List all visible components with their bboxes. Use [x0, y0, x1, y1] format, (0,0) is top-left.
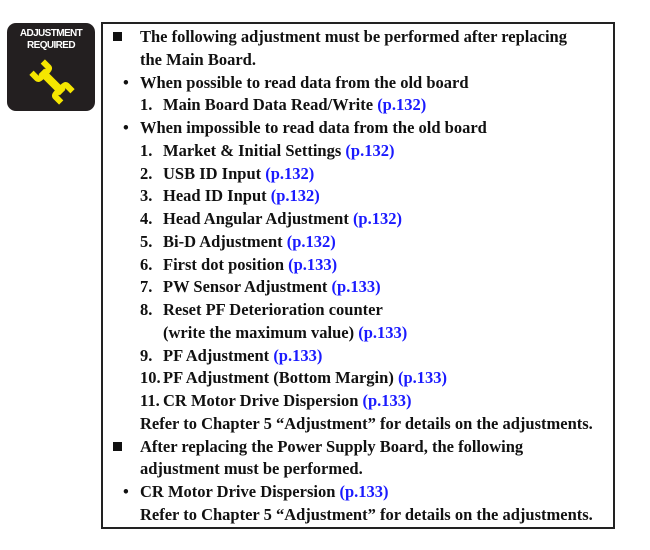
note-text: CR Motor Drive Dispersion: [163, 391, 363, 410]
note-text: Main Board Data Read/Write: [163, 95, 378, 115]
item-number: 7.: [140, 277, 153, 297]
note-text: Refer to Chapter 5 “Adjustment” for deta…: [140, 413, 593, 433]
bullet-icon: •: [123, 118, 129, 137]
note-text: PF Adjustment (Bottom Margin): [163, 368, 398, 388]
note-text: Reset PF Deterioration counter: [163, 300, 383, 319]
item-number: 6.: [140, 254, 153, 274]
page-link[interactable]: (p.132): [265, 163, 315, 183]
note-text: Head Angular Adjustment: [163, 209, 353, 228]
note-text: After replacing the Power Supply Board, …: [140, 436, 524, 456]
page-link[interactable]: (p.133): [273, 345, 323, 365]
note-text: The following adjustment must be perform…: [140, 27, 567, 46]
note-text: adjustment must be performed.: [140, 459, 363, 479]
note-text: USB ID Input: [163, 163, 266, 183]
badge-line1: ADJUSTMENT: [19, 28, 83, 39]
item-number: 1.: [140, 95, 153, 115]
note-text: Market & Initial Settings: [163, 140, 346, 160]
bullet-icon: •: [123, 482, 129, 501]
bullet-icon: •: [123, 72, 129, 92]
page-link[interactable]: (p.132): [345, 140, 395, 160]
item-number: 8.: [140, 300, 153, 319]
page-link[interactable]: (p.133): [362, 391, 412, 410]
note-text: PF Adjustment: [163, 345, 274, 365]
page-link[interactable]: (p.133): [339, 482, 389, 501]
note-text: the Main Board.: [140, 49, 256, 69]
page-link[interactable]: (p.133): [288, 254, 338, 274]
item-number: 10.: [140, 368, 161, 388]
item-number: 11.: [140, 391, 160, 410]
item-number: 5.: [140, 231, 153, 251]
page-link[interactable]: (p.132): [270, 186, 320, 206]
note-text: CR Motor Drive Dispersion: [140, 482, 340, 501]
wrench-icon: [29, 59, 75, 105]
note-text: Refer to Chapter 5 “Adjustment” for deta…: [140, 504, 593, 524]
page-link[interactable]: (p.133): [331, 277, 381, 297]
page-link[interactable]: (p.132): [286, 231, 336, 251]
page-link[interactable]: (p.132): [377, 95, 427, 115]
note-text: PW Sensor Adjustment: [163, 277, 332, 297]
item-number: 9.: [140, 345, 153, 365]
square-bullet-icon: [113, 441, 122, 451]
item-number: 2.: [140, 163, 153, 183]
item-number: 3.: [140, 186, 153, 206]
item-number: 4.: [140, 209, 153, 228]
note-text: When possible to read data from the old …: [140, 72, 469, 92]
item-number: 1.: [140, 140, 153, 160]
adjustment-notes-box: The following adjustment must be perform…: [101, 22, 615, 529]
square-bullet-icon: [113, 32, 122, 41]
page-link[interactable]: (p.133): [397, 368, 447, 388]
note-text: When impossible to read data from the ol…: [140, 118, 487, 137]
note-text: Bi-D Adjustment: [163, 231, 287, 251]
badge-line2: REQUIRED: [27, 40, 76, 51]
page-link[interactable]: (p.132): [352, 209, 402, 228]
note-text: (write the maximum value): [163, 322, 359, 342]
note-text: First dot position: [163, 254, 289, 274]
page-link[interactable]: (p.133): [358, 322, 408, 342]
note-text: Head ID Input: [163, 186, 271, 206]
